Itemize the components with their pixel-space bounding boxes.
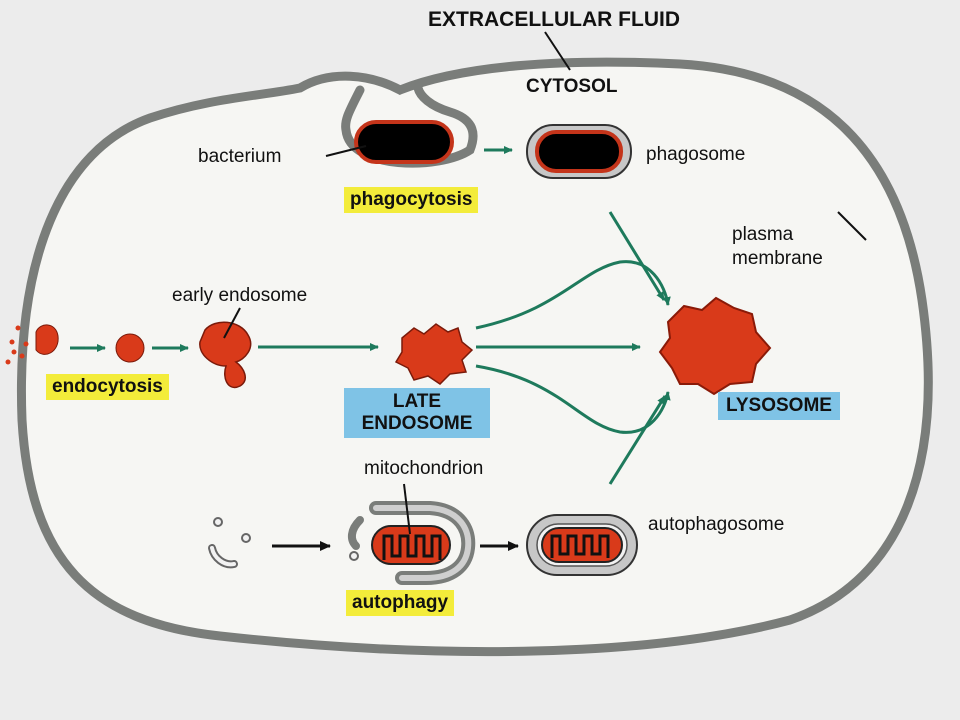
label-endosome: ENDOSOME <box>361 412 473 434</box>
label-autophagy: autophagy <box>346 590 455 616</box>
phagocytic-cup <box>341 83 478 168</box>
label-late-endosome: LATE ENDOSOME <box>344 388 490 438</box>
label-phagocytosis: phagocytosis <box>344 187 479 213</box>
mitochondrion-engulfed <box>541 527 623 563</box>
cytoplasmic-components <box>208 517 251 569</box>
pointer-plasma-membrane <box>837 211 867 241</box>
arrow-late-to-lysosome-top <box>475 260 671 330</box>
early-endosome-shape <box>199 321 252 389</box>
label-early-endosome: early endosome <box>172 285 308 306</box>
endocytic-pit <box>5 324 59 365</box>
arrow-late-to-lysosome-bottom <box>475 364 671 434</box>
label-autophagosome: autophagosome <box>648 514 785 535</box>
label-lysosome: LYSOSOME <box>718 392 840 420</box>
plasma-membrane <box>16 57 933 657</box>
endocytic-vesicle <box>115 333 145 363</box>
mitochondrion-pointer <box>403 483 411 535</box>
bacterium-engulfed <box>354 120 454 164</box>
phagosome-bacterium <box>535 130 623 173</box>
label-plasma: plasma <box>732 224 794 245</box>
label-bacterium: bacterium <box>198 146 282 167</box>
label-extracellular-fluid: EXTRACELLULAR FLUID <box>428 8 680 31</box>
label-endocytosis: endocytosis <box>46 374 169 400</box>
label-late: LATE <box>392 391 442 412</box>
arrow-phagosome-to-lysosome <box>608 211 666 301</box>
late-endosome-shape <box>394 323 474 385</box>
label-phagosome: phagosome <box>646 144 746 165</box>
label-mitochondrion: mitochondrion <box>364 458 484 479</box>
lysosome-shape <box>658 296 772 396</box>
pointer-extracellular <box>544 31 571 71</box>
arrow-autophagosome-to-lysosome <box>608 395 667 485</box>
pointer-bacterium <box>325 145 367 157</box>
pointer-early-endosome <box>223 307 241 339</box>
label-membrane: membrane <box>732 248 823 269</box>
label-cytosol: CYTOSOL <box>526 76 618 97</box>
